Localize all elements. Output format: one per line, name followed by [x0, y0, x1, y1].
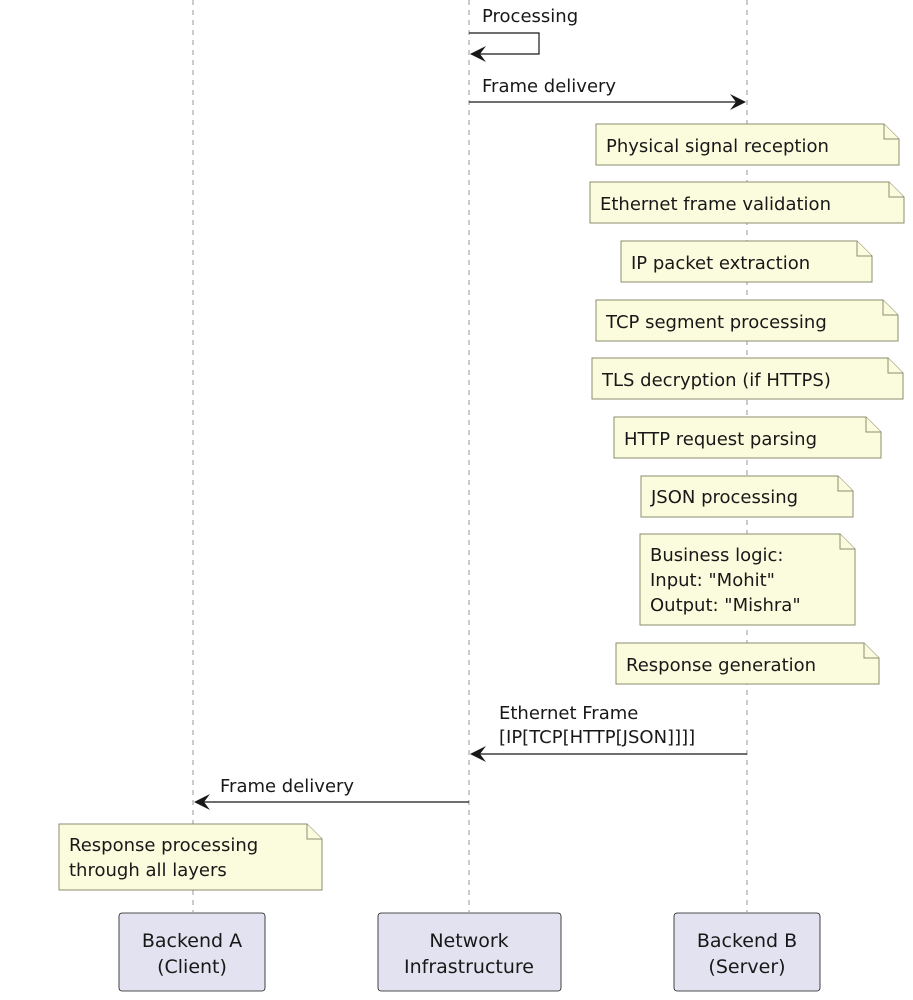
message-label: Frame delivery — [482, 76, 616, 97]
participant-backend-b[interactable]: Backend B (Server) — [673, 912, 821, 992]
note-text: IP packet extraction — [631, 253, 810, 274]
participant-label: Backend A — [142, 930, 242, 952]
note-response-processing: Response processing through all layers — [58, 823, 323, 891]
message-frame-delivery-to-client: Frame delivery — [194, 776, 469, 810]
note-http-parsing: HTTP request parsing — [613, 416, 882, 459]
note-physical-signal: Physical signal reception — [595, 123, 900, 166]
note-text: Response generation — [626, 655, 816, 676]
note-text: TCP segment processing — [605, 312, 827, 333]
message-ethernet-frame: Ethernet Frame [IP[TCP[HTTP[JSON]]]] — [470, 703, 747, 762]
arrow-head-left — [470, 746, 486, 762]
message-label: Frame delivery — [220, 776, 354, 797]
note-text: Response processing — [69, 835, 258, 856]
note-text: through all layers — [69, 860, 227, 881]
participant-label: (Client) — [157, 956, 227, 978]
note-text: HTTP request parsing — [624, 429, 817, 450]
note-text: Output: "Mishra" — [650, 595, 801, 616]
note-ip-extraction: IP packet extraction — [620, 240, 873, 283]
arrow-head-left — [470, 46, 486, 62]
message-processing: Processing — [469, 6, 578, 62]
arrow-head-left — [194, 794, 210, 810]
participant-label: Backend B — [697, 930, 797, 952]
message-label: [IP[TCP[HTTP[JSON]]]] — [499, 727, 695, 748]
participant-label: Network — [429, 930, 508, 952]
note-response-generation: Response generation — [615, 642, 880, 685]
participant-label: Infrastructure — [404, 956, 534, 978]
note-text: Input: "Mohit" — [650, 570, 775, 591]
self-message-line — [469, 32, 540, 55]
note-business-logic: Business logic: Input: "Mohit" Output: "… — [639, 533, 856, 626]
arrow-head-right — [730, 94, 746, 110]
note-text: Business logic: — [650, 545, 784, 566]
participant-backend-a[interactable]: Backend A (Client) — [118, 912, 266, 992]
participant-label: (Server) — [708, 956, 785, 978]
participant-network[interactable]: Network Infrastructure — [377, 912, 562, 992]
note-ethernet-validation: Ethernet frame validation — [589, 181, 905, 224]
note-text: JSON processing — [650, 487, 798, 508]
note-text: Ethernet frame validation — [600, 194, 831, 215]
note-tcp-processing: TCP segment processing — [595, 299, 899, 342]
note-text: Physical signal reception — [606, 136, 829, 157]
note-text: TLS decryption (if HTTPS) — [601, 370, 831, 391]
message-label: Processing — [482, 6, 578, 27]
note-tls-decryption: TLS decryption (if HTTPS) — [591, 357, 904, 400]
message-label: Ethernet Frame — [499, 703, 638, 724]
message-frame-delivery-to-server: Frame delivery — [469, 76, 746, 110]
note-json-processing: JSON processing — [640, 475, 854, 518]
